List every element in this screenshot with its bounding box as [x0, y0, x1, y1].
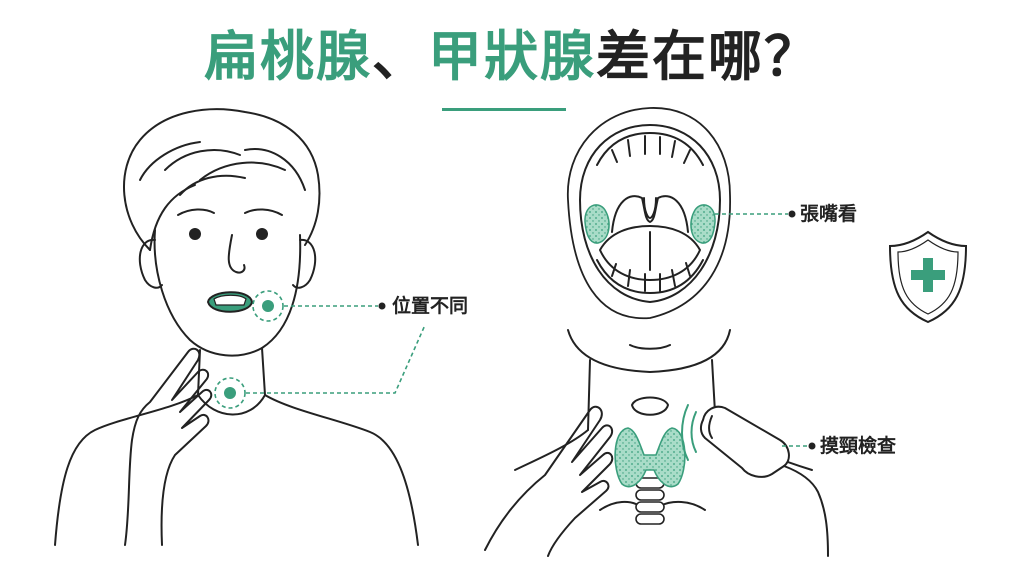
neck-hand — [484, 405, 614, 557]
title-underline — [442, 108, 566, 111]
position-callout-dot — [378, 302, 386, 310]
tonsil-position-marker — [252, 290, 284, 322]
hair — [123, 108, 321, 251]
tonsil-left — [584, 204, 610, 244]
ultrasound-probe-icon — [699, 405, 829, 557]
left-hand — [124, 347, 213, 546]
tongue — [599, 225, 701, 281]
thyroid-gland — [614, 427, 686, 488]
shield-plus-icon — [888, 230, 968, 324]
open-mouth-illustration — [567, 107, 731, 320]
right-eye — [256, 228, 268, 240]
title-separator: 、 — [372, 25, 428, 88]
position-leader-lines — [246, 305, 426, 394]
face-outline — [153, 229, 302, 357]
title-question: 差在哪？ — [596, 25, 820, 88]
title-tonsil: 扁桃腺 — [204, 25, 372, 88]
left-eye — [189, 228, 201, 240]
thyroid-position-marker — [214, 377, 246, 409]
tonsil-right — [690, 204, 716, 244]
callout-open-mouth: 張嘴看 — [800, 203, 858, 225]
palpate-callout-dot — [808, 442, 816, 450]
person-figure — [54, 108, 419, 546]
callout-position-differs: 位置不同 — [392, 295, 469, 317]
trachea — [635, 477, 665, 525]
callout-palpate-neck: 摸頸檢查 — [820, 435, 897, 457]
page-title: 扁桃腺、甲狀腺差在哪？ — [0, 22, 1024, 92]
open-mouth-callout-dot — [788, 210, 796, 218]
title-thyroid: 甲狀腺 — [428, 25, 596, 88]
probe-waves — [681, 404, 697, 461]
